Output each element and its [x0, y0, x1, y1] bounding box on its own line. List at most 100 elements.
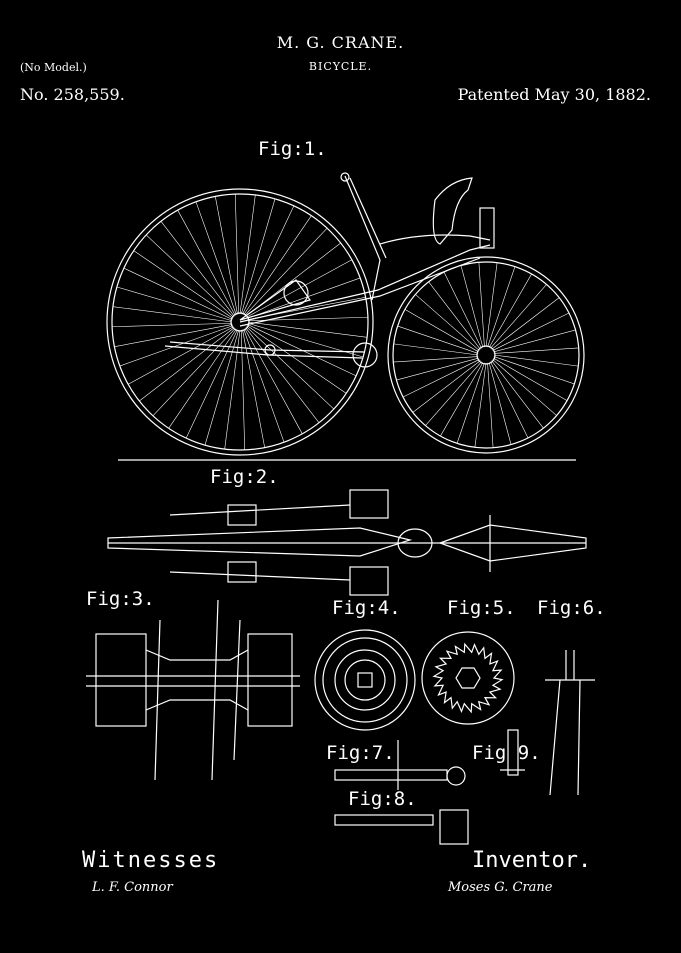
rear-wheel-spoke — [488, 362, 512, 445]
fig2-label: Fig:2. — [210, 466, 279, 488]
rear-wheel-spoke — [493, 347, 579, 354]
treadle-bar — [169, 341, 366, 353]
treadle-pivot — [264, 344, 276, 356]
front-wheel-spoke — [112, 322, 233, 328]
rear-wheel-spoke — [485, 262, 498, 348]
front-wheel-spoke — [116, 286, 233, 322]
fig1-bicycle — [106, 172, 585, 461]
hub-ellipse — [397, 528, 433, 558]
front-wheel-spoke — [224, 329, 241, 450]
rear-wheel-spoke — [493, 329, 576, 353]
front-wheel-spoke — [160, 221, 235, 317]
disc-square — [357, 672, 373, 688]
pedal-bar — [334, 814, 434, 826]
ratchet-nut — [455, 667, 481, 689]
hub-right — [247, 633, 293, 727]
front-wheel-spoke — [119, 325, 233, 367]
front-wheel-rim-inner — [111, 193, 369, 451]
pedal-block — [439, 809, 469, 845]
fig4-clutch — [314, 629, 416, 731]
fig4-label: Fig:4. — [332, 597, 401, 619]
rear-wheel — [387, 256, 585, 454]
front-wheel-tire — [106, 188, 374, 456]
front-wheel-spoke — [139, 327, 235, 402]
fig9-detail — [500, 729, 525, 776]
lever-bar — [334, 769, 448, 781]
front-wheel-spoke — [246, 326, 335, 410]
gear-box-bottom — [227, 561, 257, 583]
fig5-label: Fig:5. — [447, 597, 516, 619]
rear-wheel-spoke — [493, 356, 575, 385]
hub-left — [95, 633, 147, 727]
spokes — [154, 599, 241, 781]
rear-wheel-spoke — [487, 362, 494, 448]
front-wheel-spoke — [240, 329, 246, 450]
rear-wheel-spoke — [396, 357, 479, 381]
fig1-label: Fig:1. — [258, 138, 327, 160]
front-wheel-spoke — [244, 227, 328, 316]
crank-arm — [239, 279, 311, 321]
fig5-ratchet — [421, 631, 515, 725]
fig8-pedal — [334, 809, 469, 845]
front-wheel-spoke — [243, 215, 312, 316]
rear-wheel-spoke — [491, 360, 544, 429]
front-wheel-spoke — [112, 306, 233, 323]
fig7-label: Fig:7. — [326, 742, 395, 764]
bar-bottom — [169, 571, 351, 581]
front-wheel-spoke — [246, 325, 347, 394]
front-wheel-spoke — [242, 329, 265, 448]
rear-wheel-spoke — [412, 360, 481, 413]
disc-inner — [344, 659, 386, 701]
rear-wheel-rim-inner — [392, 261, 580, 449]
front-wheel-spoke — [242, 205, 295, 315]
front-wheel-spoke — [244, 328, 303, 434]
rear-sprocket — [352, 342, 378, 368]
hub-body — [145, 649, 249, 711]
witnesses-label: Witnesses — [82, 848, 220, 873]
disc-ring — [322, 637, 408, 723]
front-wheel-spoke — [234, 194, 240, 315]
front-wheel-spoke — [128, 326, 234, 385]
frame-upper — [239, 244, 491, 323]
inventor-name: M. G. CRANE. — [276, 33, 405, 52]
rear-wheel-spoke — [478, 262, 485, 348]
fig8-label: Fig:8. — [348, 788, 417, 810]
fig7-lever — [334, 740, 466, 790]
detail-post — [507, 729, 519, 776]
ratchet-outer — [421, 631, 515, 725]
front-wheel-spoke — [133, 250, 234, 319]
rear-wheel-spoke — [492, 359, 557, 416]
patent-date: Patented May 30, 1882. — [457, 85, 651, 104]
front-wheel-spoke — [177, 210, 236, 316]
fig6-label: Fig:6. — [537, 597, 606, 619]
front-wheel-spoke — [152, 328, 236, 417]
rear-wheel-spoke — [492, 312, 570, 351]
rear-wheel-spoke — [491, 297, 560, 350]
fig3-hub-section — [86, 599, 300, 781]
rear-wheel-spoke — [415, 294, 480, 351]
steering-stem — [344, 175, 381, 301]
seat-spring — [379, 234, 491, 245]
front-fork-plan — [107, 527, 413, 557]
rear-wheel-spoke — [443, 271, 482, 349]
seat-post — [479, 207, 495, 249]
front-wheel-spoke — [185, 329, 238, 439]
pedal-top — [349, 489, 389, 519]
patent-subject: BICYCLE. — [308, 60, 373, 73]
seat-back — [432, 177, 473, 245]
rear-wheel-spoke — [490, 361, 529, 439]
rear-wheel-spoke — [460, 265, 484, 348]
handle-knob — [340, 172, 350, 182]
bar-top — [169, 504, 351, 516]
ratchet-teeth-path — [432, 642, 504, 714]
gear-box-top — [227, 504, 257, 526]
front-wheel-spoke — [123, 267, 233, 320]
fig9-label: Fig 9. — [472, 742, 541, 764]
front-wheel-spoke — [204, 329, 240, 446]
patent-number: No. 258,559. — [20, 85, 125, 104]
rear-wheel-spoke — [488, 273, 532, 348]
pedal-bottom — [349, 566, 389, 596]
front-wheel-spoke — [239, 194, 256, 315]
front-wheel-spoke — [168, 328, 237, 429]
